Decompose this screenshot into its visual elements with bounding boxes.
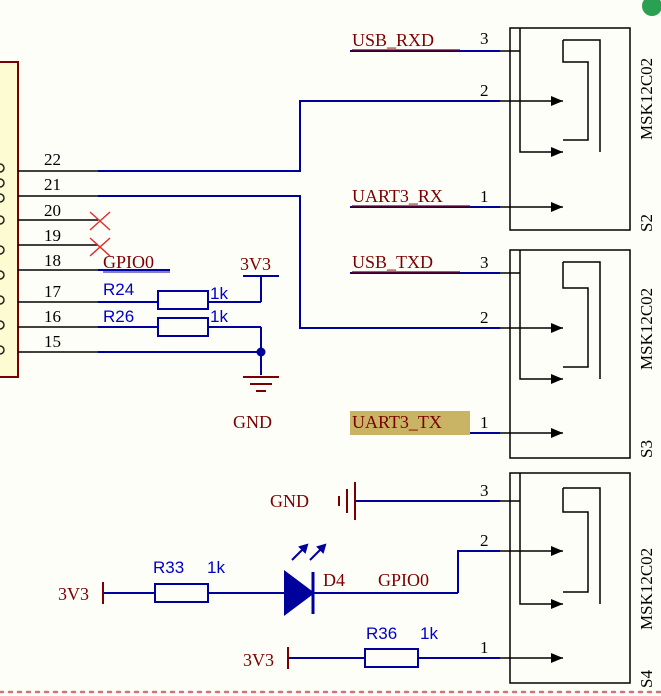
s3-ref: S3 [637, 440, 656, 458]
header-pin-numbers: 22 21 20 19 18 17 16 15 [44, 150, 62, 351]
pin-18: 18 [44, 251, 61, 270]
s4-pin-1: 1 [480, 638, 489, 657]
s3-pin-2: 2 [480, 308, 489, 327]
s4-ref: S4 [637, 670, 656, 688]
net-usb-rxd: USB_RXD [352, 30, 434, 50]
pin-20: 20 [44, 201, 61, 220]
switch-s4 [500, 472, 631, 684]
s2-ref: S2 [637, 214, 656, 232]
header-pin-marks [0, 163, 5, 355]
pin-17: 17 [44, 282, 62, 301]
resistor-r24 [157, 290, 209, 310]
s2-pin-1: 1 [480, 187, 489, 206]
s4-part: MSK12C02 [637, 548, 656, 630]
junction-dot [256, 347, 266, 357]
net-gnd-top: GND [233, 412, 272, 432]
resistor-r26 [157, 317, 209, 337]
gnd-symbol-s4 [338, 482, 356, 520]
switch-pin-numbers: 3 2 1 3 2 1 3 2 1 [480, 29, 489, 657]
net-gpio0-top: GPIO0 [103, 252, 154, 272]
status-indicator-icon [642, 0, 661, 16]
resistor-r33 [154, 583, 209, 603]
s3-pin-1: 1 [480, 413, 489, 432]
net-3v3-r36: 3V3 [243, 650, 274, 670]
r24-ref: R24 [103, 280, 134, 299]
uart3-tx-highlight [350, 411, 470, 435]
resistor-r36 [364, 648, 419, 668]
header-pin-lines [18, 170, 98, 353]
switch-s3 [500, 249, 631, 459]
s3-part: MSK12C02 [637, 288, 656, 370]
led-d4-ref: D4 [323, 570, 345, 590]
pin-21: 21 [44, 175, 61, 194]
net-usb-txd: USB_TXD [352, 252, 433, 272]
switch-s2 [500, 27, 631, 231]
s4-pin-3: 3 [480, 481, 489, 500]
r26-value: 1k [210, 307, 228, 326]
s4-pin-2: 2 [480, 531, 489, 550]
net-uart3-tx: UART3_TX [352, 412, 442, 432]
pin-22: 22 [44, 150, 61, 169]
net-label-underlines [352, 49, 470, 273]
s2-part: MSK12C02 [637, 58, 656, 140]
pin-15: 15 [44, 332, 61, 351]
r33-ref: R33 [153, 558, 184, 577]
header-connector-body [0, 61, 19, 378]
r36-ref: R36 [366, 624, 397, 643]
wires [98, 50, 500, 659]
net-3v3-led: 3V3 [58, 584, 89, 604]
r26-ref: R26 [103, 307, 134, 326]
no-connect-markers [89, 211, 111, 257]
pin-16: 16 [44, 307, 61, 326]
resistor-labels: R24 1k R26 1k R33 1k R36 1k [103, 280, 438, 643]
r33-value: 1k [207, 558, 225, 577]
r36-value: 1k [420, 624, 438, 643]
s2-pin-3: 3 [480, 29, 489, 48]
net-3v3-top: 3V3 [240, 254, 271, 274]
pin-19: 19 [44, 226, 61, 245]
net-uart3-rx: UART3_RX [352, 186, 443, 206]
net-gpio0-led: GPIO0 [378, 570, 429, 590]
led-d4 [284, 543, 327, 616]
s2-pin-2: 2 [480, 81, 489, 100]
net-gnd-s4: GND [270, 491, 309, 511]
s3-pin-3: 3 [480, 253, 489, 272]
net-labels: USB_RXD UART3_RX USB_TXD UART3_TX GPIO0 … [58, 30, 443, 670]
switch-vertical-labels: MSK12C02 S2 MSK12C02 S3 MSK12C02 S4 [637, 58, 656, 688]
r24-value: 1k [210, 284, 228, 303]
gnd-symbol-top [243, 376, 279, 392]
